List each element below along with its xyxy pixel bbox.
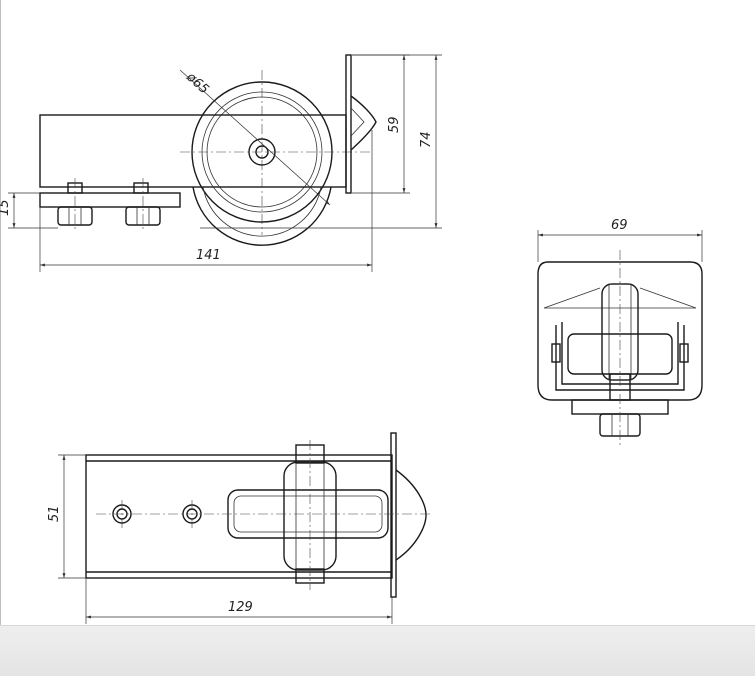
technical-drawing: ø65 59 74 15 141 69 <box>0 54 703 624</box>
plan-body <box>85 454 393 579</box>
nut-1 <box>57 206 93 226</box>
dim-141: 141 <box>196 248 221 263</box>
end-plate <box>345 54 352 194</box>
dim-74: 74 <box>419 131 434 148</box>
plan-view: 51 129 <box>47 432 430 624</box>
dim-51: 51 <box>47 505 62 522</box>
left-edge-line <box>0 0 1 625</box>
front-view: 69 <box>537 218 703 445</box>
dim-15: 15 <box>0 199 12 216</box>
dim-59: 59 <box>387 116 402 133</box>
bottom-bar <box>0 625 755 676</box>
carriage-body <box>39 114 347 188</box>
dim-diameter: ø65 <box>183 69 212 97</box>
dim-69: 69 <box>611 218 628 233</box>
nut-2 <box>125 206 161 226</box>
dim-129: 129 <box>228 600 253 615</box>
mounting-plate <box>39 192 181 208</box>
side-view: ø65 59 74 15 141 <box>0 54 442 272</box>
housing-outline <box>537 261 703 401</box>
